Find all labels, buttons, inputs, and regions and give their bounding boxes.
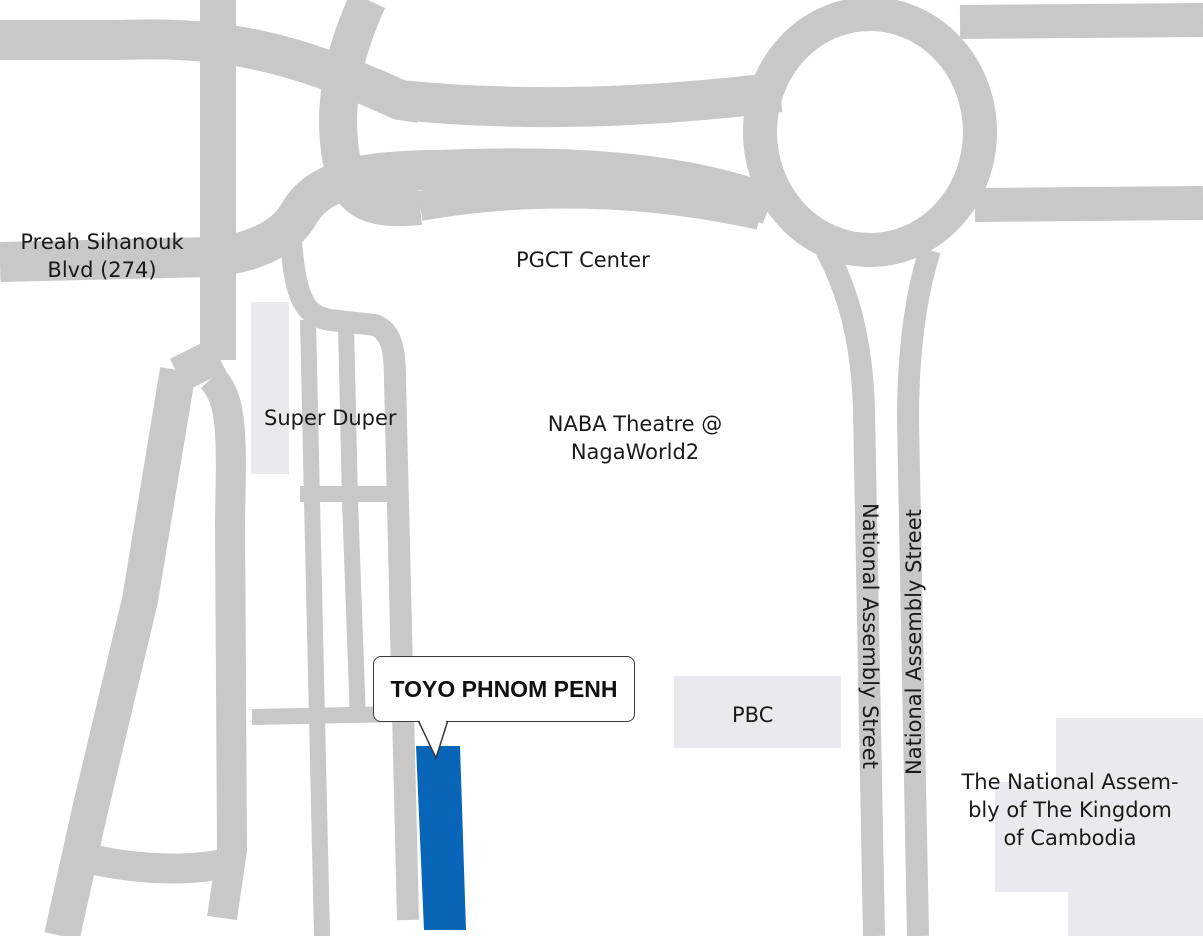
label-national-assembly-line2: bly of The Kingdom — [968, 798, 1172, 822]
label-preah-sihanouk: Preah Sihanouk Blvd (274) — [14, 228, 190, 284]
label-pgct-center: PGCT Center — [516, 248, 650, 272]
pbc-block — [674, 676, 841, 748]
destination-callout: TOYO PHNOM PENH — [373, 656, 635, 722]
road-diagonal-sw — [44, 367, 196, 936]
callout-seam — [420, 716, 446, 722]
toyo-phnom-penh-building — [416, 746, 466, 930]
label-pbc: PBC — [732, 703, 774, 727]
road-bottom-curve — [91, 845, 236, 884]
national-assembly-street-right-lane — [897, 246, 941, 936]
roundabout — [743, 0, 997, 267]
lane-2 — [338, 324, 366, 721]
label-national-assembly-line1: The National Assem- — [961, 770, 1179, 794]
label-naba-theatre: NABA Theatre @ NagaWorld2 — [530, 410, 740, 466]
label-national-assembly-street-right: National Assembly Street — [902, 509, 926, 775]
road-right-top — [959, 3, 1203, 39]
label-super-duper: Super Duper — [264, 406, 397, 430]
label-naba-line1: NABA Theatre @ — [547, 412, 723, 436]
road-connector — [279, 231, 419, 921]
destination-name: TOYO PHNOM PENH — [390, 675, 618, 702]
super-duper-block — [251, 302, 289, 474]
road-preah-sihanouk — [0, 148, 778, 282]
label-preah-sihanouk-line2: Blvd (274) — [47, 258, 157, 282]
label-naba-line2: NagaWorld2 — [570, 440, 700, 464]
national-assembly-block — [995, 718, 1203, 936]
road-junction — [169, 338, 227, 392]
road-diagonal-sw-2 — [200, 367, 247, 921]
road-top-left — [0, 19, 423, 123]
label-national-assembly-street-left: National Assembly Street — [858, 503, 882, 769]
label-preah-sihanouk-line1: Preah Sihanouk — [20, 230, 184, 254]
national-assembly-street-left-lane — [815, 242, 885, 936]
label-national-assembly-line3: of Cambodia — [1003, 826, 1137, 850]
road-lower-arc — [417, 178, 764, 230]
road-upper-arc — [398, 72, 783, 127]
road-right-mid — [974, 186, 1203, 222]
label-national-assembly: The National Assem- bly of The Kingdom o… — [955, 768, 1185, 852]
